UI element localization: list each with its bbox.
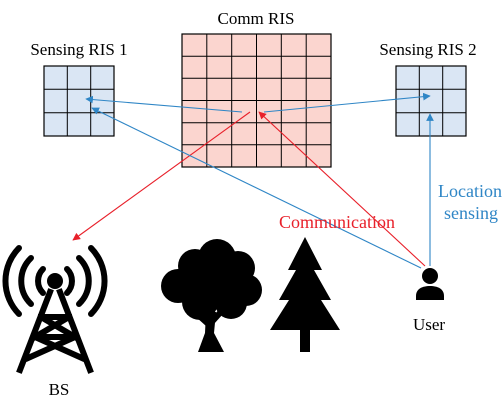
sensing-ris-1-surface	[43, 65, 115, 137]
cell-tower-icon: BS	[2, 245, 108, 399]
sensing-ris-1-panel: Sensing RIS 1	[30, 40, 128, 137]
sensing-ris-1-label: Sensing RIS 1	[30, 40, 127, 59]
sensing-ris-2-surface	[395, 65, 467, 137]
sensing-ris-2-grid	[396, 66, 466, 136]
location-sensing-label-line1: Location	[438, 181, 502, 201]
communication-label: Communication	[279, 212, 395, 232]
location-sensing-label-line2: sensing	[444, 203, 498, 223]
bs-label: BS	[49, 380, 70, 399]
communication-to-bs-arrow	[72, 111, 251, 241]
sensing-ris-2-label: Sensing RIS 2	[379, 40, 476, 59]
user-icon: User	[413, 268, 445, 334]
pine-tree-icon	[270, 237, 340, 352]
comm-ris-grid	[182, 34, 331, 167]
sensing-to-ris1-arrow	[85, 95, 243, 113]
comm-ris-panel: Comm RIS	[181, 9, 332, 168]
communication-uplink-arrow	[258, 111, 426, 267]
sensing-ris-2-panel: Sensing RIS 2	[379, 40, 477, 137]
user-label: User	[413, 315, 445, 334]
deciduous-tree-icon	[161, 239, 262, 352]
user-to-ris1-sensing-arrow	[91, 107, 422, 269]
sensing-to-ris2-arrow	[263, 92, 431, 113]
comm-ris-label: Comm RIS	[218, 9, 295, 28]
